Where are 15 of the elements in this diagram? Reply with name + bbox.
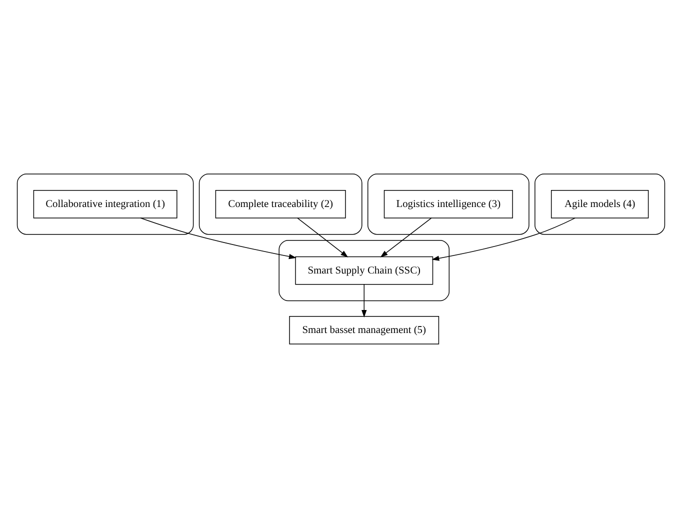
node-box: Agile models (4) — [550, 190, 649, 218]
arrow — [380, 218, 432, 258]
node-box: Logistics intelligence (3) — [384, 190, 513, 218]
node-box: Smart basset management (5) — [289, 316, 440, 344]
cluster — [16, 174, 194, 235]
node-box: Complete traceability (2) — [215, 190, 346, 218]
arrow — [140, 218, 296, 260]
cluster — [198, 174, 362, 235]
arrow — [362, 284, 367, 318]
arrow — [297, 218, 348, 258]
node-box: Collaborative integration (1) — [33, 190, 178, 218]
cluster — [534, 174, 666, 235]
node-box: Smart Supply Chain (SSC) — [295, 256, 434, 285]
cluster — [367, 174, 530, 235]
cluster — [278, 240, 450, 302]
